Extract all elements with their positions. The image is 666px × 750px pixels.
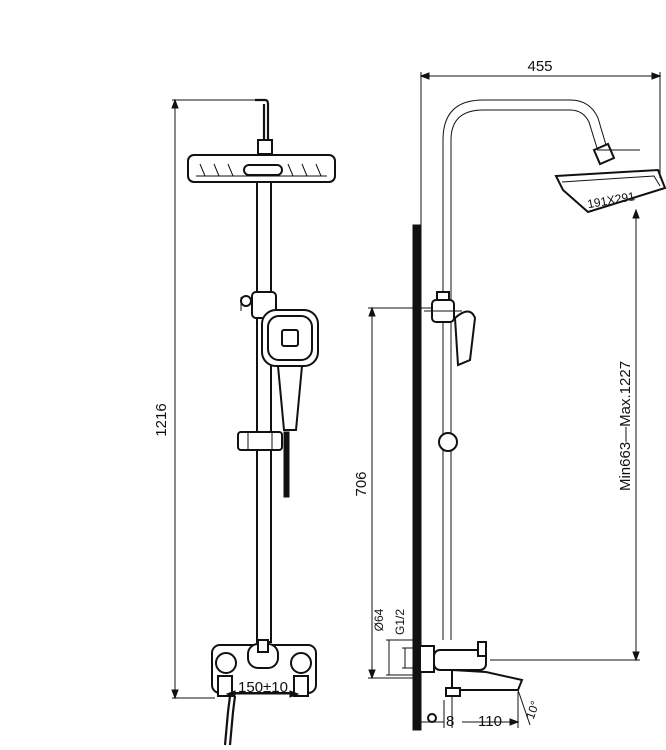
dim-handset-height-label: 706 <box>353 471 370 496</box>
side-head-connector <box>592 142 616 166</box>
dimension-spout-length: 110 <box>451 692 520 730</box>
dimension-spout-angle: 10° <box>517 689 542 726</box>
front-rain-head-nozzles <box>196 163 327 177</box>
dim-adjust-range-label: Min663—Max.1227 <box>617 361 634 491</box>
dim-total-height-label: 1216 <box>153 403 170 436</box>
dim-mixer-centers-label: 150±10 <box>238 679 288 696</box>
side-handheld-shower <box>453 310 477 367</box>
front-mixer-valve <box>211 639 317 697</box>
front-head-connector <box>257 139 273 155</box>
dim-pipe-diameter-label: Ø64 <box>372 608 386 631</box>
dimension-adjust-range: Min663—Max.1227 <box>490 149 640 662</box>
dimension-spout-offset: 8 <box>420 700 454 730</box>
side-mixer-valve <box>419 641 524 723</box>
side-wall <box>412 224 422 731</box>
side-upper-holder <box>424 291 462 323</box>
dim-spout-angle-label: 10° <box>523 699 542 721</box>
side-view: 191X291 455 <box>353 58 666 731</box>
dim-spout-length-label: 110 <box>478 713 502 730</box>
dim-spout-offset-label: 8 <box>446 713 454 730</box>
side-overhead-arm <box>442 99 607 640</box>
dimension-handset-height: 706 <box>353 306 432 680</box>
dim-arm-length-label: 455 <box>527 58 552 75</box>
front-view: 1216 150±10 <box>153 98 336 746</box>
dimension-pipe-diameter: Ø64 <box>372 608 418 676</box>
front-top-pipe <box>255 98 270 140</box>
front-upper-holder <box>240 291 277 319</box>
dimension-total-height: 1216 <box>153 98 255 700</box>
front-hose-upper <box>283 431 290 498</box>
dimension-mixer-centers: 150±10 <box>225 679 300 698</box>
dimension-arm-length: 455 <box>419 58 662 240</box>
side-slider-knob <box>438 432 458 452</box>
front-hose-lower <box>223 695 237 746</box>
dim-thread-label: G1/2 <box>393 609 407 635</box>
front-handheld-shower <box>261 309 319 431</box>
front-slide-rail <box>256 181 272 643</box>
dimension-thread: G1/2 <box>393 609 418 669</box>
front-handset-holder <box>237 431 283 451</box>
